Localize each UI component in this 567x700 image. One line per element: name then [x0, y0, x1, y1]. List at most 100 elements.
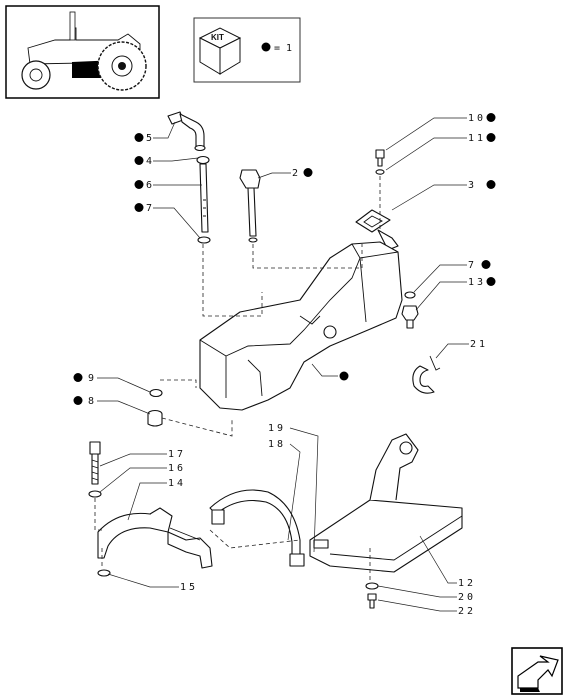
kit-marker-dot — [134, 180, 144, 189]
drain-plug — [401, 291, 419, 329]
callout-label: 2 — [292, 168, 301, 179]
kit-marker-dot — [486, 133, 496, 142]
lower-strap-bracket — [97, 507, 213, 569]
callout-15: 15 — [107, 573, 198, 593]
kit-marker-dot — [134, 156, 144, 165]
callout-label: 6 — [146, 180, 155, 191]
callout-label: 17 — [168, 449, 186, 460]
kit-marker-dot — [303, 168, 313, 177]
callout-9: 9 — [73, 373, 151, 393]
leader-line — [99, 467, 167, 493]
callout-label: 8 — [88, 396, 97, 407]
kit-marker-dot — [261, 42, 271, 52]
leader-line — [287, 443, 301, 541]
leader-line — [413, 264, 467, 293]
washer-part — [149, 388, 163, 398]
kit-marker-dot — [481, 260, 491, 269]
leader-line — [107, 573, 179, 588]
callout-label: 21 — [470, 339, 488, 350]
leader-line — [385, 117, 467, 151]
callout-label: 20 — [458, 592, 476, 603]
kit-equals-text: = 1 — [274, 43, 292, 54]
kit-box-icon: KIT — [198, 27, 242, 75]
leader-line — [97, 400, 151, 415]
callout-label: 13 — [468, 277, 486, 288]
leader-line — [419, 535, 457, 584]
callout-10: 10 — [385, 113, 496, 151]
bolt-part — [375, 149, 385, 175]
leader-line — [415, 281, 467, 311]
leader-line — [289, 427, 319, 553]
callout-label: 4 — [146, 156, 155, 167]
leader-line — [257, 172, 291, 179]
leader-line — [99, 453, 167, 467]
leader-line — [127, 482, 167, 521]
kit-label: KIT — [211, 33, 224, 42]
callout-19: 19 — [268, 423, 319, 553]
leader-line — [153, 157, 199, 162]
leader-line — [377, 599, 457, 612]
leader-line — [153, 207, 201, 239]
callout-label: 15 — [180, 582, 198, 593]
callout-label: 3 — [468, 180, 477, 191]
rubber-pad — [147, 409, 163, 427]
tractor-thumbnail-icon — [5, 5, 160, 99]
callout-2: 2 — [257, 168, 313, 179]
leader-line — [385, 137, 467, 171]
callout-3: 3 — [391, 180, 496, 211]
kit-marker-dot — [73, 396, 83, 405]
long-bolt — [88, 441, 102, 498]
callout-label: 19 — [268, 423, 286, 434]
callout-16: 16 — [99, 463, 186, 493]
callout-label: 5 — [146, 133, 155, 144]
next-page-arrow-icon[interactable] — [511, 647, 563, 695]
callout-17: 17 — [99, 449, 186, 467]
callout-label: 10 — [468, 113, 486, 124]
callout-22: 22 — [377, 599, 476, 617]
callout-18: 18 — [268, 439, 301, 541]
assembly-lines — [94, 176, 381, 582]
kit-marker-dot — [134, 203, 144, 212]
leader-line — [97, 377, 151, 393]
callout-label: 18 — [268, 439, 286, 450]
leader-line — [391, 184, 467, 211]
callout-label: 11 — [468, 133, 486, 144]
kit-legend: KIT = 1 — [193, 17, 301, 83]
callout-label: 16 — [168, 463, 186, 474]
fuel-tank — [199, 241, 403, 411]
fuel-level-sensor — [239, 169, 261, 243]
support-plate — [309, 433, 463, 573]
callout-4: 4 — [134, 156, 199, 167]
dipstick-tube — [197, 163, 211, 244]
callout-label: 9 — [88, 373, 97, 384]
nut-part — [196, 155, 210, 165]
callout-label: 7 — [146, 203, 155, 214]
callout-14: 14 — [127, 478, 183, 521]
bolt-22-part — [367, 593, 377, 609]
leader-line — [435, 343, 469, 359]
kit-marker-dot — [73, 373, 83, 382]
leader-line — [377, 585, 457, 598]
callout-7: 7 — [134, 203, 201, 239]
callout-label: 7 — [468, 260, 477, 271]
leader-line — [311, 363, 338, 377]
tank-kit-marker-dot — [339, 371, 349, 381]
kit-marker-dot — [134, 133, 144, 142]
callout-label: 22 — [458, 606, 476, 617]
washer-bottom-part — [97, 569, 111, 577]
callout-layer: 5 4 6 7 2 10 11 3 7 13 21 9 8 17 16 14 15 19 18 12 20 22 — [73, 113, 496, 617]
washer-20-part — [365, 582, 379, 590]
spring-clip — [412, 355, 441, 394]
leader-line — [153, 121, 176, 139]
callout-8: 8 — [73, 396, 151, 415]
callout-5: 5 — [134, 121, 176, 144]
callout-21: 21 — [435, 339, 488, 359]
callout-12: 12 — [419, 535, 473, 589]
callout-7: 7 — [413, 260, 491, 293]
elbow-fitting — [167, 111, 206, 152]
kit-marker-dot — [486, 180, 496, 189]
kit-marker-dot — [486, 113, 496, 122]
callout-20: 20 — [377, 585, 476, 603]
callout-13: 13 — [415, 277, 496, 311]
